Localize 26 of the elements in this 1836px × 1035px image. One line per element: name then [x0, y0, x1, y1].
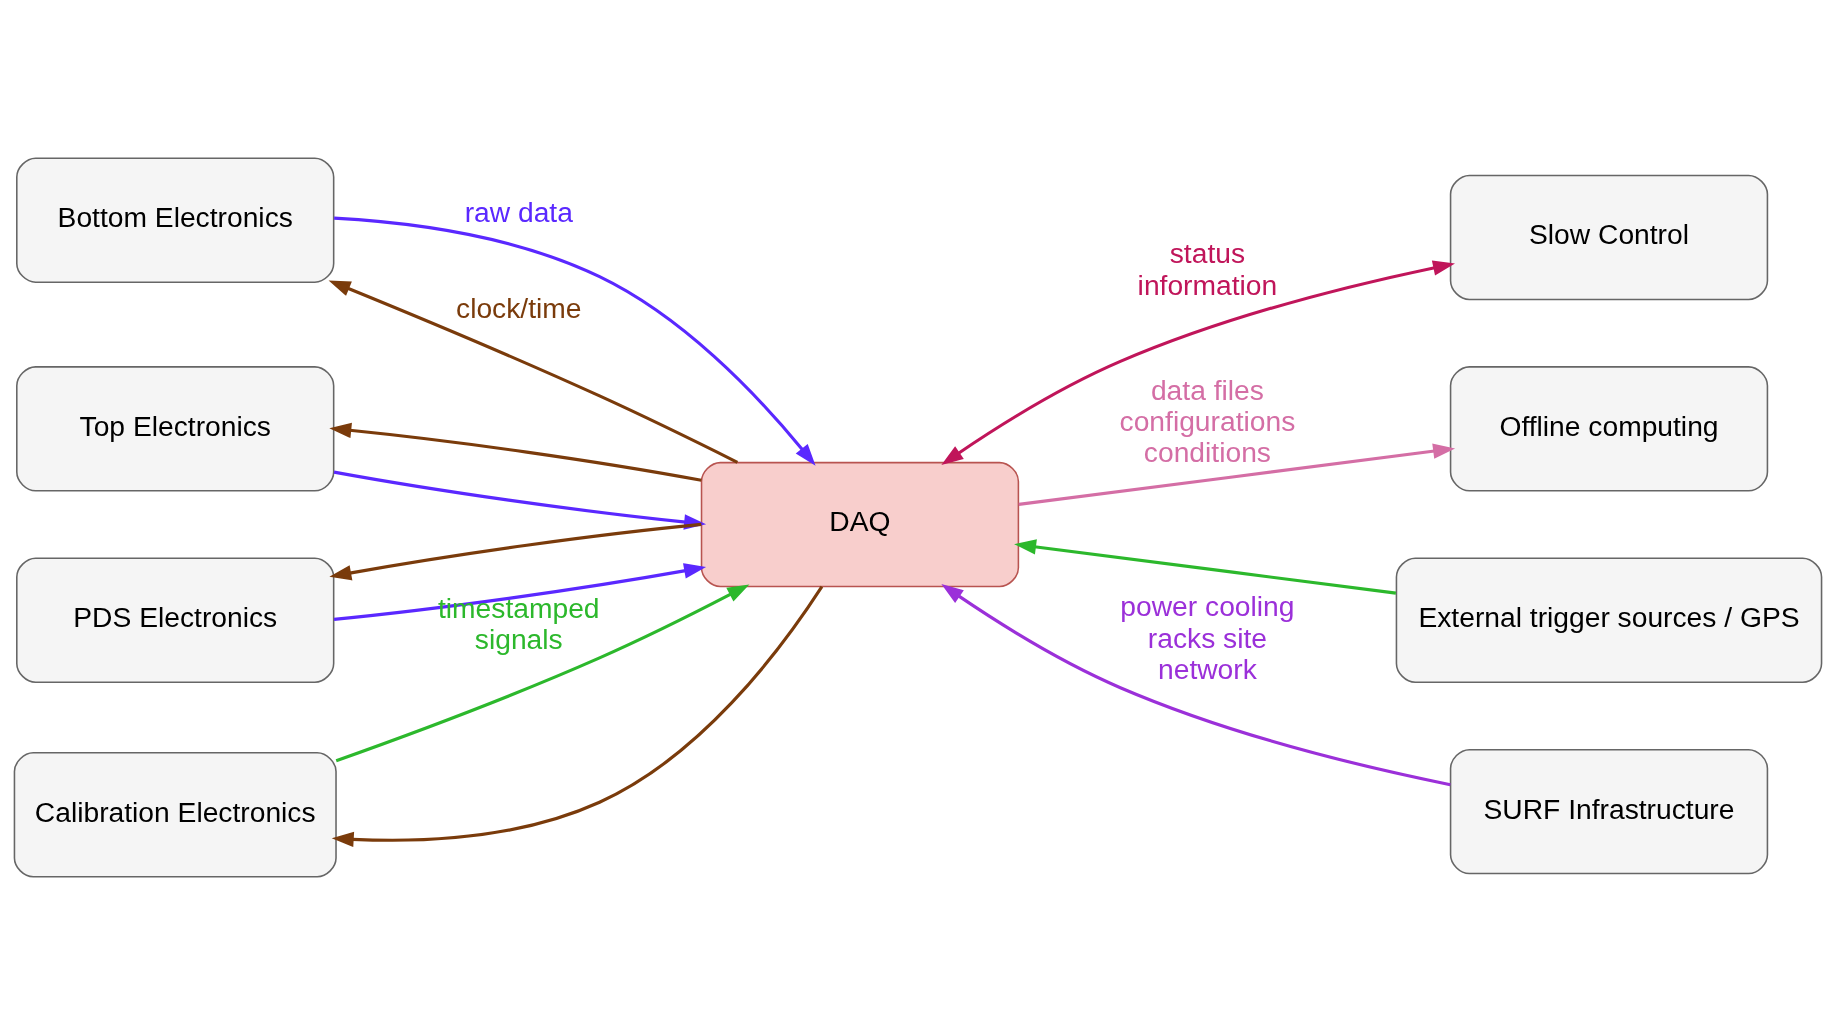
arrow — [335, 584, 750, 763]
arrow — [1014, 539, 1397, 595]
arrow — [941, 584, 1451, 787]
node-box: DAQ — [700, 461, 1020, 588]
arrow — [329, 522, 702, 581]
edge-label: raw data — [464, 196, 573, 229]
node-box: PDS Electronics — [16, 557, 335, 683]
edge-label: power cooling racks site network — [1120, 590, 1295, 685]
edge-label: timestamped signals — [438, 591, 600, 656]
node-box: Bottom Electronics — [16, 157, 335, 283]
arrow — [333, 563, 707, 621]
arrow — [1018, 443, 1456, 506]
edge-label: status information — [1137, 237, 1278, 301]
edge-label: data files configurations conditions — [1119, 373, 1296, 469]
node-box: SURF Infrastructure — [1449, 748, 1769, 875]
node-box: Top Electronics — [16, 366, 335, 492]
arrow — [941, 260, 1455, 465]
node-box: Offline computing — [1449, 366, 1769, 492]
arrow — [334, 216, 816, 466]
node-box: External trigger sources / GPS — [1395, 557, 1823, 683]
arrow — [331, 585, 824, 848]
node-box: Calibration Electronics — [13, 752, 337, 878]
arrow — [329, 422, 702, 482]
edge-label: clock/time — [456, 292, 582, 325]
arrow — [328, 280, 739, 464]
node-box: Slow Control — [1449, 174, 1769, 301]
